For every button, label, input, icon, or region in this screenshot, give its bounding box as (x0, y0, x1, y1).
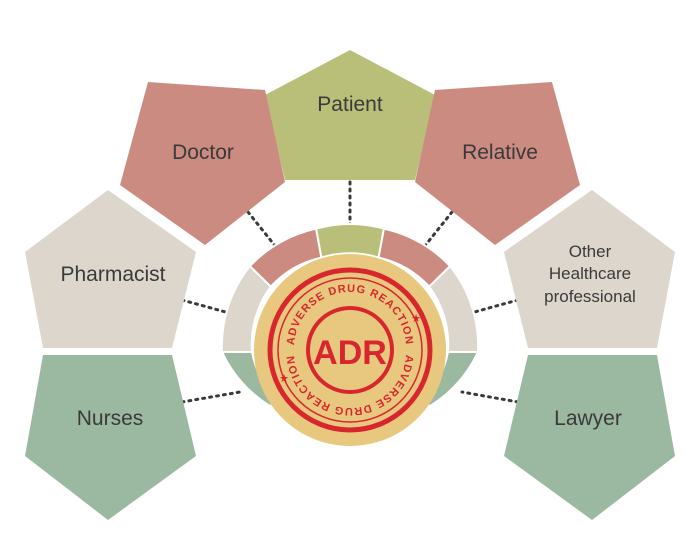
lawyer-label: Lawyer (554, 407, 622, 430)
node-relative: Relative (415, 82, 580, 245)
node-doctor: Doctor (120, 82, 285, 245)
connector-nurses (180, 390, 242, 404)
pharmacist-label: Pharmacist (60, 263, 165, 286)
other-label-line1: Other (569, 242, 612, 261)
node-lawyer: Lawyer (504, 355, 675, 520)
node-patient: Patient (265, 50, 435, 180)
nurses-pentagon (25, 355, 196, 520)
ring-beige-right (427, 264, 480, 353)
relative-pentagon (415, 82, 580, 245)
stamp-outer-ring (267, 267, 433, 433)
ring-beige-left (220, 264, 273, 353)
stamp-inner-ring (306, 306, 394, 394)
nurses-label: Nurses (77, 407, 144, 430)
node-pharmacist: Pharmacist (25, 190, 196, 348)
adr-stamp: ADVERSE DRUG REACTION ADVERSE DRUG REACT… (254, 254, 446, 446)
doctor-label: Doctor (172, 141, 234, 164)
ring-rose-right (377, 227, 452, 289)
other-label-line3: professional (544, 287, 636, 306)
star-icon: ★ (279, 373, 289, 385)
lawyer-pentagon (504, 355, 675, 520)
ring-rose-left (248, 227, 323, 289)
pharmacist-pentagon (25, 190, 196, 348)
ring-olive-top (314, 223, 386, 259)
node-nurses: Nurses (25, 355, 196, 520)
stamp-center-text: ADR (313, 334, 387, 372)
connector-lawyer (460, 390, 520, 404)
relative-label: Relative (462, 141, 538, 164)
stamp-disc (254, 254, 446, 446)
other-pentagon (504, 190, 675, 348)
stamp-middle-ring (277, 277, 423, 423)
star-icon: ★ (411, 313, 421, 325)
patient-label: Patient (317, 93, 383, 116)
doctor-pentagon (120, 82, 285, 245)
other-label-line2: Healthcare (549, 264, 631, 283)
patient-pentagon (265, 50, 435, 180)
node-other-healthcare: Other Healthcare professional (504, 190, 675, 348)
